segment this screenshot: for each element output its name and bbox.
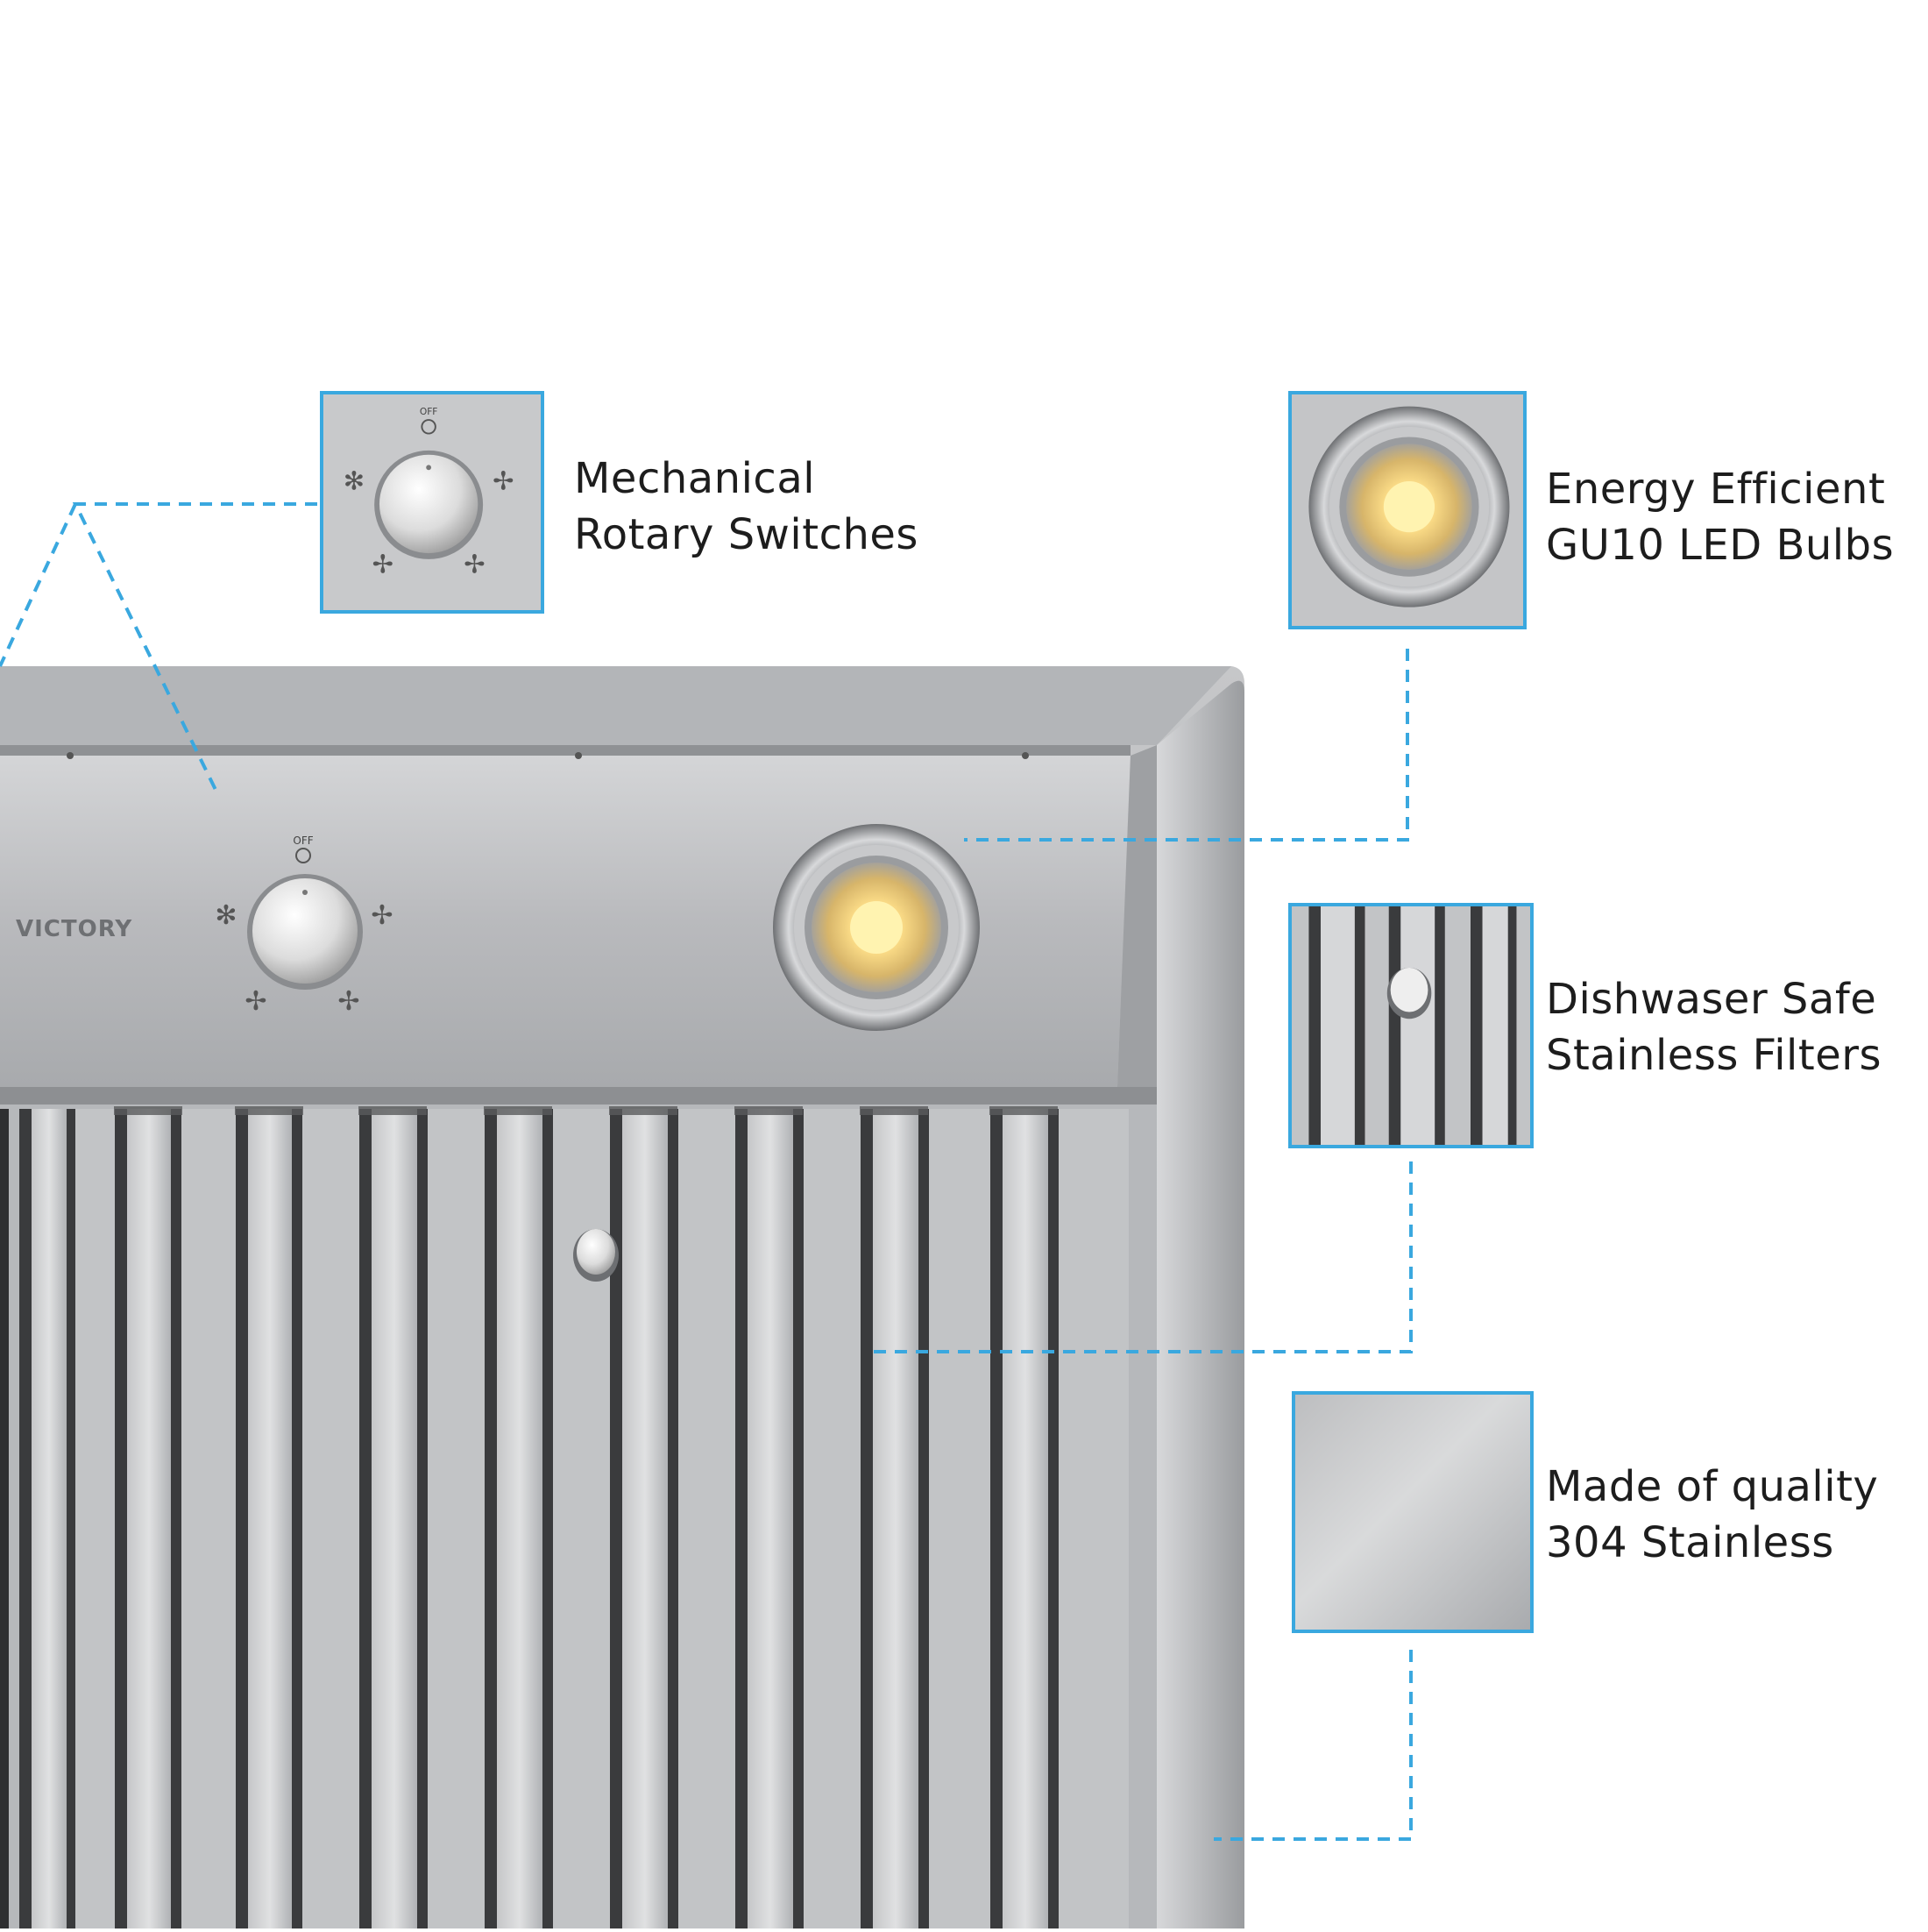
callout-line: GU10 LED Bulbs (1546, 521, 1895, 570)
inset-filters (1288, 903, 1534, 1148)
callout-bulbs: Energy Efficient GU10 LED Bulbs (1546, 461, 1894, 573)
svg-text:✢: ✢ (464, 549, 485, 579)
fan-speed-icon: ✢ (337, 986, 359, 1017)
svg-text:✢: ✢ (372, 549, 393, 579)
led-bulb-icon (1292, 394, 1523, 626)
callout-filters: Dishwaser Safe Stainless Filters (1546, 971, 1882, 1083)
knob-icon: OFF ✻ ✢ ✢ ✢ (323, 394, 541, 610)
knob-off-label: OFF (293, 835, 313, 847)
knob-icon: OFF ✻ ✢ ✢ ✢ (215, 835, 393, 1017)
callout-switches: Mechanical Rotary Switches (574, 451, 918, 563)
callout-line: Dishwaser Safe (1546, 975, 1877, 1024)
fan-speed-icon: ✻ (215, 900, 237, 931)
filter-knob-icon (1292, 906, 1530, 1145)
fan-speed-icon: ✢ (245, 986, 266, 1017)
inset-knob-off-label: OFF (420, 406, 438, 417)
callout-line: Rotary Switches (574, 510, 918, 559)
svg-text:✢: ✢ (493, 465, 514, 495)
filter-knob-icon (573, 1229, 619, 1282)
callout-line: Energy Efficient (1546, 465, 1886, 514)
led-bulb-icon (773, 824, 980, 1031)
hood-side-wall (1157, 680, 1244, 1928)
callout-material: Made of quality 304 Stainless (1546, 1459, 1878, 1571)
hood-top-lip (0, 666, 1231, 745)
callout-line: Stainless Filters (1546, 1031, 1882, 1080)
inset-switch: OFF ✻ ✢ ✢ ✢ (320, 391, 544, 614)
callout-line: Made of quality (1546, 1462, 1879, 1511)
filter-baffles (0, 1109, 9, 1928)
fan-speed-icon: ✢ (371, 900, 393, 931)
callout-line: 304 Stainless (1546, 1518, 1834, 1567)
callout-leader-lines (0, 502, 1413, 1841)
callout-line: Mechanical (574, 454, 816, 503)
svg-text:✻: ✻ (344, 465, 365, 495)
baffle-slats (19, 1109, 1129, 1928)
inset-material (1292, 1391, 1534, 1633)
stainless-swatch (1295, 1395, 1530, 1630)
brand-label: VICTORY (16, 916, 132, 942)
inset-led (1288, 391, 1527, 629)
